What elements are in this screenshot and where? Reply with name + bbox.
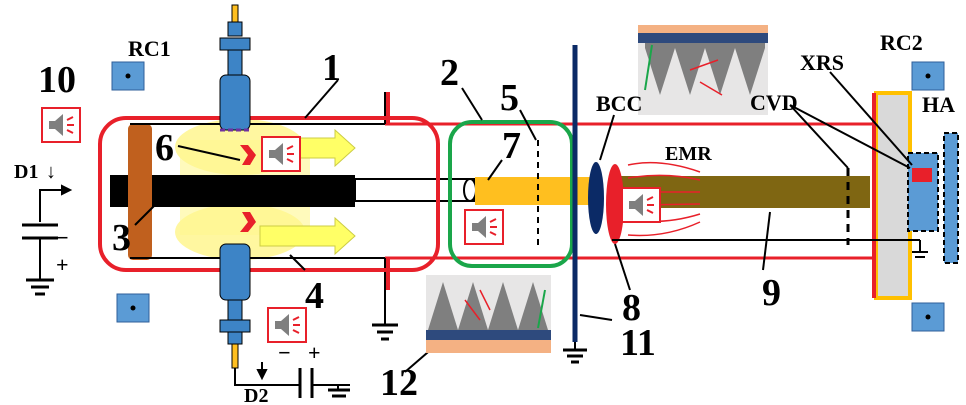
- sensor-dot-icon: [111, 61, 145, 91]
- label-d1-arrow: ↓: [46, 161, 56, 183]
- label-d1: D1: [14, 161, 38, 183]
- ha-detector: [943, 132, 959, 264]
- label-10: 10: [38, 59, 76, 101]
- label-d2: D2: [244, 385, 268, 405]
- label-9: 9: [762, 272, 781, 314]
- speaker-icon: [267, 307, 307, 343]
- label-leaders: [134, 71, 913, 373]
- d1-circuit: [22, 184, 73, 296]
- label-bcc: BCC: [596, 91, 642, 116]
- label-1: 1: [322, 47, 341, 89]
- label-2: 2: [440, 52, 459, 94]
- bcc-red-window: [606, 164, 624, 244]
- label-5: 5: [500, 77, 519, 119]
- beam-insert-outline: [448, 120, 574, 268]
- insert-microstructure-inset: [426, 275, 551, 353]
- label-4: 4: [305, 275, 324, 317]
- label-ha: HA: [922, 92, 955, 117]
- d2-plus: +: [308, 340, 321, 365]
- label-3: 3: [112, 217, 131, 259]
- d2-circuit: [234, 362, 350, 398]
- label-emr: EMR: [665, 143, 712, 165]
- label-7: 7: [502, 125, 521, 167]
- xrs-red-element: [912, 168, 932, 182]
- anode-electrode: [128, 124, 152, 260]
- xrs-sensor: [907, 152, 939, 232]
- sensor-dot-icon: [911, 61, 945, 91]
- plasma-spark-top: [240, 145, 256, 165]
- label-6: 6: [155, 127, 174, 169]
- sensor-dot-icon: [116, 293, 150, 323]
- label-11: 11: [620, 322, 656, 364]
- bcc-microstructure-inset: [638, 25, 768, 115]
- label-rc1: RC1: [128, 36, 171, 61]
- rc2-wall: [874, 91, 912, 300]
- drift-tube: [354, 178, 476, 202]
- tube-end: [463, 178, 477, 202]
- label-rc2: RC2: [880, 30, 923, 55]
- label-12: 12: [380, 362, 418, 404]
- speaker-icon: [261, 136, 301, 172]
- sensor-dot-icon: [911, 302, 945, 332]
- label-8: 8: [622, 287, 641, 329]
- d1-plus: +: [56, 252, 69, 277]
- d1-minus: −: [56, 225, 69, 250]
- emission-arrow-top: [299, 128, 356, 168]
- discharge-cell-outline: [98, 116, 440, 272]
- speaker-icon: [41, 107, 81, 143]
- speaker-icon: [464, 209, 504, 245]
- label-xrs: XRS: [800, 50, 844, 75]
- plasma-spark-bottom: [240, 212, 256, 232]
- top-feedthrough: [219, 4, 251, 132]
- d2-minus: −: [278, 340, 291, 365]
- label-cvd: CVD: [750, 90, 798, 115]
- emission-arrow-bottom: [259, 216, 356, 256]
- bcc-navy-window: [588, 162, 604, 234]
- bottom-feedthrough: [219, 243, 251, 369]
- speaker-icon: [621, 187, 661, 223]
